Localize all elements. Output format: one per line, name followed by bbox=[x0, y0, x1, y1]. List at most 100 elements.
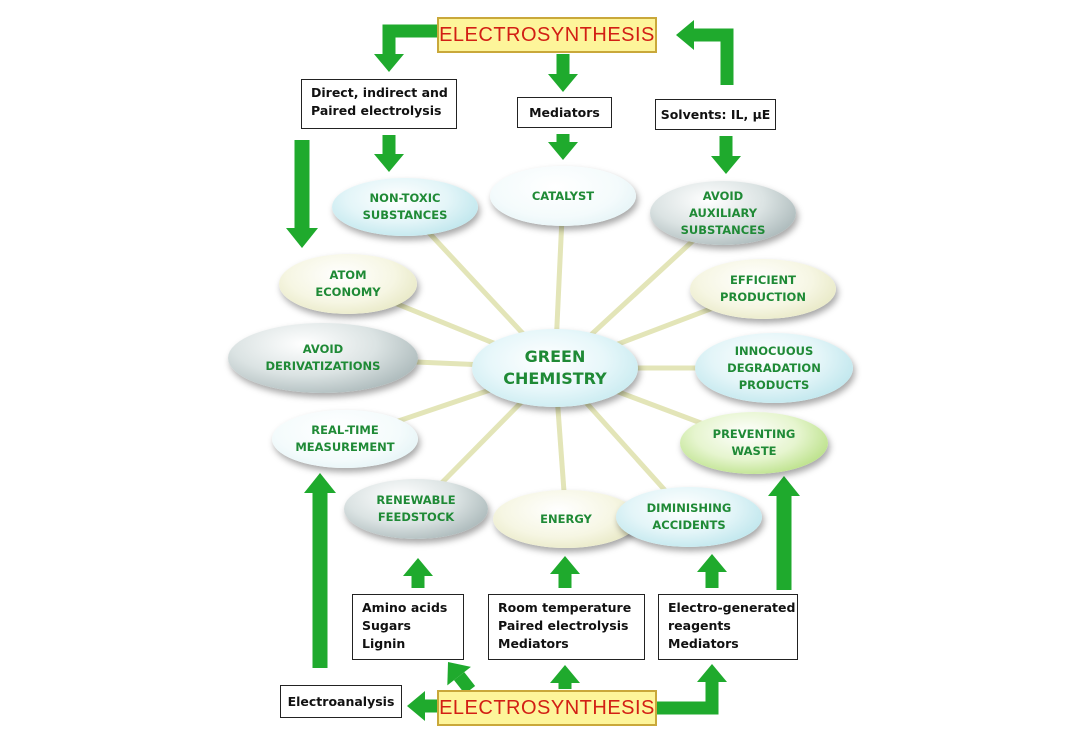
flow-arrow bbox=[711, 136, 741, 174]
principle-line: ATOM bbox=[329, 268, 367, 282]
principle-diminishing-accidents: DIMINISHING ACCIDENTS bbox=[616, 487, 762, 547]
box-line: Lignin bbox=[362, 636, 406, 651]
principle-line: CATALYST bbox=[531, 188, 595, 203]
principle-line: NON-TOXIC bbox=[369, 191, 441, 205]
principle-line: ENERGY bbox=[540, 511, 592, 526]
flow-arrow bbox=[768, 476, 800, 590]
box-line: Direct, indirect and bbox=[311, 85, 448, 100]
principle-line: AVOID bbox=[302, 342, 344, 356]
arrow-head bbox=[550, 665, 580, 683]
principle-line: INNOCUOUS bbox=[734, 343, 814, 358]
arrow-head bbox=[304, 473, 336, 493]
arrow-head bbox=[768, 476, 800, 496]
principle-line: PREVENTING bbox=[712, 427, 796, 441]
principle-line: DERIVATIZATIONS bbox=[265, 359, 381, 373]
principle-line: AVOID bbox=[702, 188, 744, 203]
center-green-chemistry: GREEN CHEMISTRY bbox=[472, 329, 638, 407]
box-line: Mediators bbox=[668, 636, 739, 651]
principle-line: PRODUCTS bbox=[738, 377, 810, 392]
principle-line: ECONOMY bbox=[315, 285, 381, 299]
arrow-head bbox=[548, 74, 578, 92]
box-line: Paired electrolysis bbox=[498, 618, 629, 633]
flow-arrow bbox=[374, 135, 404, 172]
box-mediators-top: Mediators bbox=[517, 97, 612, 128]
arrow-shaft bbox=[657, 682, 719, 715]
principle-innocuous-degradation-products: INNOCUOUS DEGRADATION PRODUCTS bbox=[695, 333, 853, 403]
flow-arrow bbox=[304, 473, 336, 668]
principle-line: PRODUCTION bbox=[720, 290, 806, 304]
principle-line: REAL-TIME bbox=[311, 423, 379, 437]
principle-line: ACCIDENTS bbox=[652, 518, 726, 532]
box-electroanalysis: Electroanalysis bbox=[280, 685, 402, 718]
arrow-head bbox=[286, 228, 318, 248]
principle-energy: ENERGY bbox=[493, 490, 639, 548]
box-line: reagents bbox=[668, 618, 731, 633]
flow-arrow bbox=[548, 134, 578, 160]
box-electrolysis-types: Direct, indirect and Paired electrolysis bbox=[301, 79, 457, 129]
arrow-shaft bbox=[454, 672, 476, 695]
principle-line: DEGRADATION bbox=[727, 360, 821, 375]
arrows bbox=[286, 20, 800, 721]
arrow-shaft bbox=[382, 24, 437, 54]
flow-arrow bbox=[407, 691, 437, 721]
principle-efficient-production: EFFICIENT PRODUCTION bbox=[690, 259, 836, 319]
center-line: GREEN bbox=[524, 347, 586, 366]
flow-arrow bbox=[403, 558, 433, 588]
box-solvents: Solvents: IL, μE bbox=[655, 99, 776, 130]
box-reagents: Electro-generated reagents Mediators bbox=[658, 594, 798, 660]
principle-catalyst: CATALYST bbox=[490, 166, 636, 226]
principle-line: DIMINISHING bbox=[646, 501, 732, 515]
arrow-head bbox=[548, 142, 578, 160]
box-line: Amino acids bbox=[362, 600, 448, 615]
box-line: Mediators bbox=[498, 636, 569, 651]
flow-arrow bbox=[697, 554, 727, 588]
arrow-head bbox=[407, 691, 425, 721]
flow-arrow bbox=[676, 20, 734, 85]
arrow-head bbox=[676, 20, 694, 50]
center-line: CHEMISTRY bbox=[503, 369, 607, 388]
principle-avoid-derivatizations: AVOID DERIVATIZATIONS bbox=[228, 323, 418, 393]
principle-renewable-feedstock: RENEWABLE FEEDSTOCK bbox=[344, 479, 488, 539]
box-line: Paired electrolysis bbox=[311, 103, 442, 118]
arrow-head bbox=[403, 558, 433, 576]
banner-electrosynthesis-top: ELECTROSYNTHESIS bbox=[437, 17, 657, 53]
box-line: Sugars bbox=[362, 618, 411, 633]
principle-real-time-measurement: REAL-TIME MEASUREMENT bbox=[272, 410, 418, 468]
flow-arrow bbox=[550, 665, 580, 689]
principle-atom-economy: ATOM ECONOMY bbox=[279, 254, 417, 314]
box-line: Mediators bbox=[529, 104, 600, 120]
flow-arrow bbox=[447, 662, 476, 695]
principle-line: MEASUREMENT bbox=[295, 440, 395, 454]
flow-arrow bbox=[374, 24, 437, 72]
box-conditions: Room temperature Paired electrolysis Med… bbox=[488, 594, 645, 660]
box-line: Electroanalysis bbox=[287, 693, 395, 709]
principle-line: AUXILIARY bbox=[688, 205, 758, 220]
flow-arrow bbox=[548, 54, 578, 92]
principle-line: WASTE bbox=[731, 444, 777, 458]
principle-line: SUBSTANCES bbox=[680, 222, 766, 237]
principle-avoid-auxiliary-substances: AVOID AUXILIARY SUBSTANCES bbox=[650, 181, 796, 245]
flow-arrow bbox=[286, 140, 318, 248]
principle-line: FEEDSTOCK bbox=[377, 510, 455, 524]
principle-line: EFFICIENT bbox=[730, 273, 796, 287]
box-feedstocks: Amino acids Sugars Lignin bbox=[352, 594, 464, 660]
box-line: Solvents: IL, μE bbox=[660, 106, 771, 122]
arrow-head bbox=[697, 664, 727, 682]
principle-preventing-waste: PREVENTING WASTE bbox=[680, 412, 828, 474]
arrow-shaft bbox=[694, 28, 734, 85]
principle-non-toxic-substances: NON-TOXIC SUBSTANCES bbox=[332, 178, 478, 236]
flow-arrow bbox=[550, 556, 580, 588]
principle-line: SUBSTANCES bbox=[362, 208, 448, 222]
arrow-head bbox=[697, 554, 727, 572]
arrow-head bbox=[447, 662, 471, 686]
box-line: Room temperature bbox=[498, 600, 632, 615]
flow-arrow bbox=[657, 664, 727, 715]
banner-electrosynthesis-bottom: ELECTROSYNTHESIS bbox=[437, 690, 657, 726]
arrow-head bbox=[550, 556, 580, 574]
arrow-head bbox=[374, 154, 404, 172]
arrow-head bbox=[374, 54, 404, 72]
arrow-head bbox=[711, 156, 741, 174]
principle-line: RENEWABLE bbox=[376, 493, 456, 507]
box-line: Electro-generated bbox=[668, 600, 796, 615]
